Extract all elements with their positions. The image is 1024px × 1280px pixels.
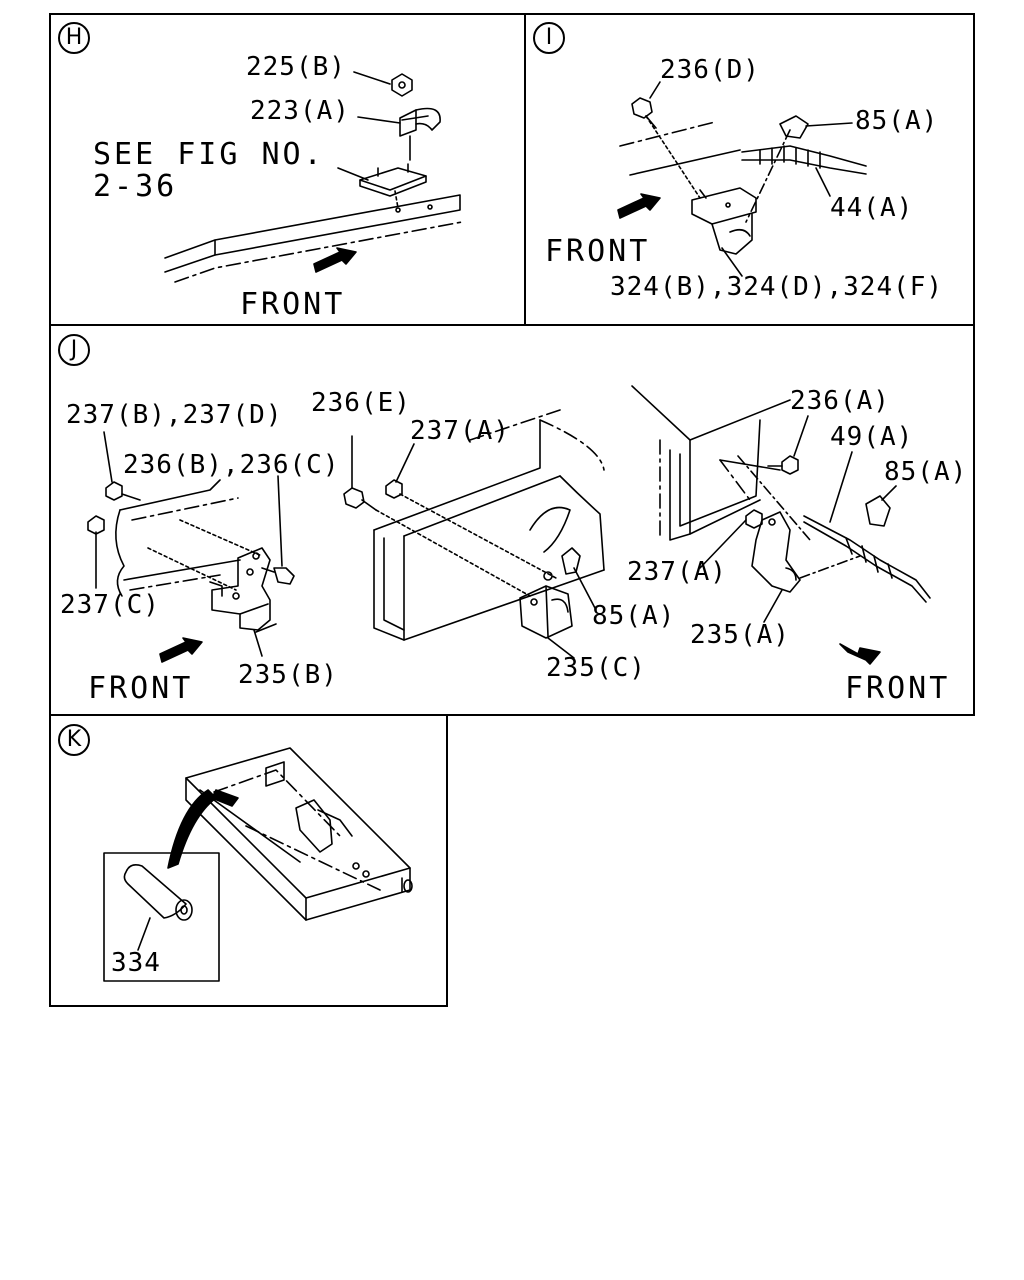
panel-h bbox=[49, 13, 526, 326]
callout-237a-mid: 237(A) bbox=[410, 416, 510, 446]
callout-49a: 49(A) bbox=[830, 422, 914, 452]
panel-j-badge: J bbox=[58, 334, 90, 366]
callout-85a-mid: 85(A) bbox=[592, 601, 676, 631]
callout-85a-right: 85(A) bbox=[884, 457, 968, 487]
front-label-i: FRONT bbox=[545, 234, 651, 269]
callout-324: 324(B),324(D),324(F) bbox=[610, 272, 944, 302]
callout-237a-right: 237(A) bbox=[627, 557, 727, 587]
front-label-j2: FRONT bbox=[845, 671, 951, 706]
panel-j-left-artwork bbox=[88, 432, 294, 662]
panel-i-badge: I bbox=[533, 22, 565, 54]
panel-i-artwork bbox=[618, 82, 866, 276]
see-fig-number: 2-36 bbox=[93, 169, 178, 204]
callout-235b: 235(B) bbox=[238, 660, 338, 690]
panel-k-badge: K bbox=[58, 724, 90, 756]
callout-236bc: 236(B),236(C) bbox=[123, 450, 340, 480]
callout-235c: 235(C) bbox=[546, 653, 646, 683]
callout-44a: 44(A) bbox=[830, 193, 914, 223]
panel-k-artwork bbox=[104, 748, 412, 981]
callout-236e: 236(E) bbox=[311, 388, 411, 418]
panel-h-badge: H bbox=[58, 22, 90, 54]
see-fig-reference: SEE FIG NO. bbox=[93, 137, 325, 172]
callout-85a-i: 85(A) bbox=[855, 106, 939, 136]
callout-223a: 223(A) bbox=[250, 96, 350, 126]
callout-237c: 237(C) bbox=[60, 590, 160, 620]
panel-j-right-artwork bbox=[632, 386, 930, 664]
panel-j bbox=[49, 324, 975, 716]
panel-k bbox=[49, 714, 448, 1007]
callout-237bd: 237(B),237(D) bbox=[66, 400, 283, 430]
callout-235a: 235(A) bbox=[690, 620, 790, 650]
front-label-h: FRONT bbox=[240, 287, 346, 322]
callout-225b: 225(B) bbox=[246, 52, 346, 82]
panel-j-mid-artwork bbox=[344, 410, 604, 658]
callout-236d: 236(D) bbox=[660, 55, 760, 85]
front-label-j1: FRONT bbox=[88, 671, 194, 706]
callout-334: 334 bbox=[111, 948, 161, 978]
panel-h-artwork bbox=[165, 72, 462, 282]
callout-236a: 236(A) bbox=[790, 386, 890, 416]
